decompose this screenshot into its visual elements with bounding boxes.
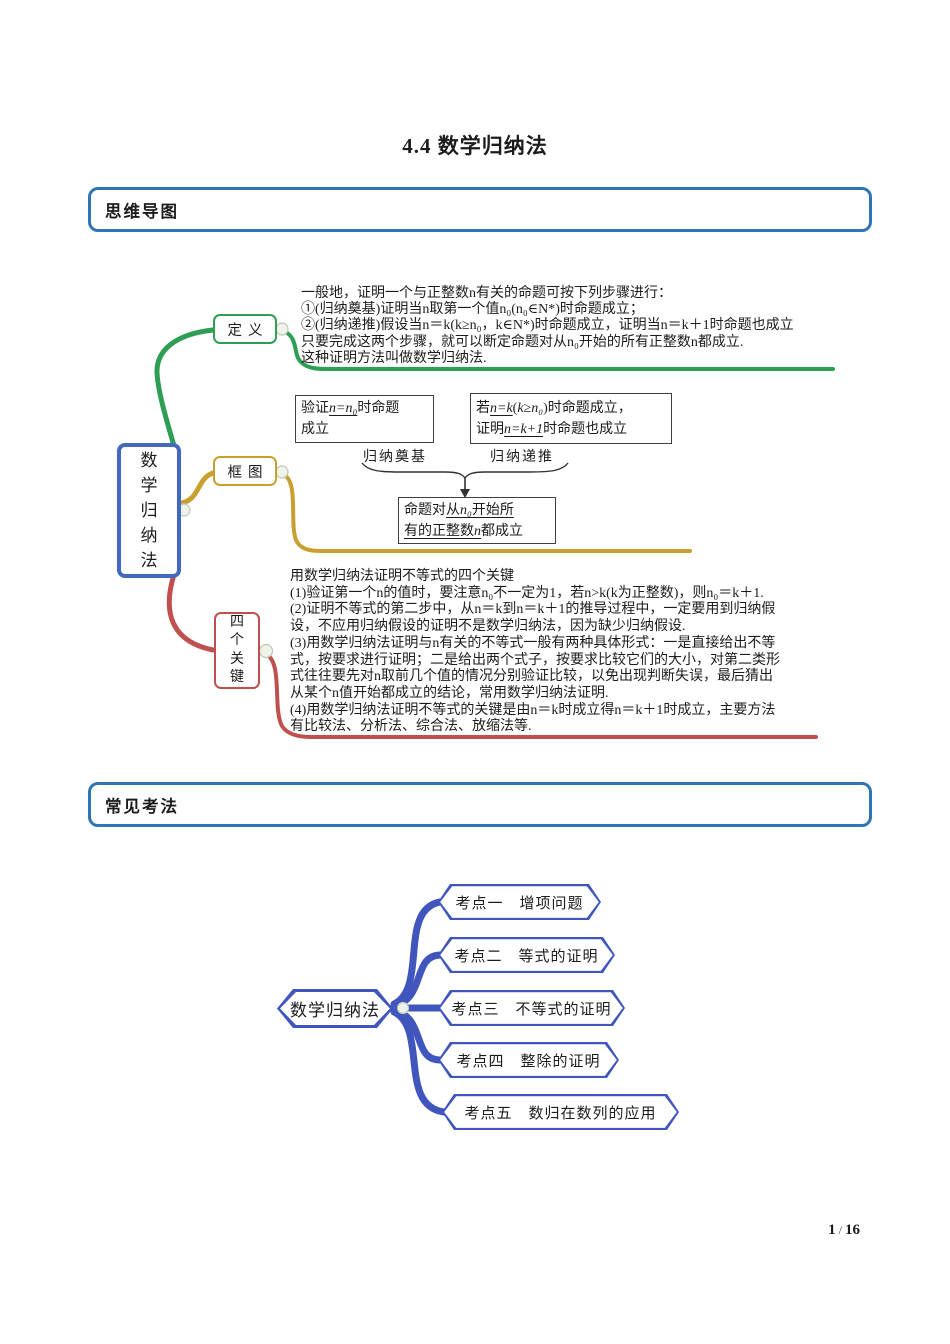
mindmap1-root-label: 数学归纳法 [140, 451, 158, 570]
exam-node-5: 考点五 数归在数列的应用 [442, 1094, 679, 1130]
section-exam-label: 常见考法 [105, 796, 179, 816]
branch-keys-label: 四个关键 [230, 614, 244, 686]
exam-node-1-label: 考点一 增项问题 [455, 895, 584, 912]
flow-box-step-line1: 若n=k(k≥n₀)时命题成立， [476, 400, 632, 416]
exam-node-4: 考点四 整除的证明 [438, 1042, 619, 1078]
page-number-total: 16 [845, 1222, 860, 1238]
page-number-separator: / [838, 1223, 842, 1237]
branch-definition-label: 定义 [227, 322, 269, 339]
branch-exam4 [390, 1006, 444, 1064]
mindmap1-root-node: 数学归纳法 [117, 443, 181, 578]
branch-keys-curve [166, 575, 216, 653]
branch-diagram-curve [178, 470, 216, 506]
section-mindmap-header: 思维导图 [88, 187, 872, 232]
exam-node-2-label: 考点二 等式的证明 [454, 948, 599, 965]
page-title: 4.4 数学归纳法 [402, 134, 548, 158]
flow-box-base: 验证n=n₀时命题 成立 [295, 395, 434, 443]
exam-node-3: 考点三 不等式的证明 [438, 990, 625, 1026]
mindmap2-root-label: 数学归纳法 [290, 1001, 380, 1020]
flow-box-base-line1: 验证n=n₀时命题 [301, 401, 400, 416]
exam-node-1-fill [440, 886, 599, 918]
flow-label-step: 归纳递推 [490, 450, 554, 465]
exam-node-3-fill [440, 992, 623, 1024]
flow-box-step-line2: 证明n=k+1时命题也成立 [476, 421, 628, 437]
section-exam-header: 常见考法 [88, 782, 872, 827]
exam-node-4-label: 考点四 整除的证明 [456, 1053, 601, 1070]
exam-node-2-fill [440, 939, 613, 971]
branch-exam1 [390, 898, 444, 1008]
exam-node-1: 考点一 增项问题 [438, 884, 601, 920]
branch-exam2 [390, 951, 444, 1010]
branch-exam5 [390, 1008, 448, 1116]
flow-box-result-line1: 命题对从n₀开始所 [404, 502, 514, 518]
exam-node-2: 考点二 等式的证明 [438, 937, 615, 973]
branch-keys-node: 四个关键 [214, 612, 260, 689]
flow-label-base: 归纳奠基 [363, 450, 427, 465]
handle-root2 [396, 1001, 410, 1015]
branch-diagram-label: 框图 [227, 464, 269, 481]
flow-box-step: 若n=k(k≥n₀)时命题成立， 证明n=k+1时命题也成立 [470, 393, 672, 444]
exam-node-5-fill [444, 1096, 677, 1128]
keys-text: 用数学归纳法证明不等式的四个关键 (1)验证第一个n的值时，要注意n₀不一定为1… [290, 569, 780, 735]
branch-definition-node: 定义 [213, 314, 277, 344]
exam-node-3-label: 考点三 不等式的证明 [451, 1001, 612, 1018]
exam-node-5-label: 考点五 数归在数列的应用 [464, 1105, 657, 1122]
flow-box-result-line2: 有的正整数n都成立 [404, 523, 523, 539]
section-mindmap-label: 思维导图 [105, 201, 179, 221]
page-number-current: 1 [828, 1222, 836, 1238]
page-number: 1/16 [760, 1222, 860, 1239]
branch-definition-curve [154, 327, 216, 449]
definition-text: 一般地，证明一个与正整数n有关的命题可按下列步骤进行： ①(归纳奠基)证明当n取… [301, 286, 794, 366]
exam-node-4-fill [440, 1044, 617, 1076]
handle-diagram [275, 465, 289, 479]
branch-diagram-node: 框图 [213, 456, 277, 486]
flow-box-base-line2: 成立 [301, 422, 329, 437]
handle-keys [258, 643, 274, 659]
handle-definition [275, 322, 289, 336]
flow-box-result: 命题对从n₀开始所 有的正整数n都成立 [398, 497, 556, 544]
mindmap2-root-node: 数学归纳法 [277, 989, 393, 1028]
mindmap2-root-fill [280, 992, 390, 1025]
